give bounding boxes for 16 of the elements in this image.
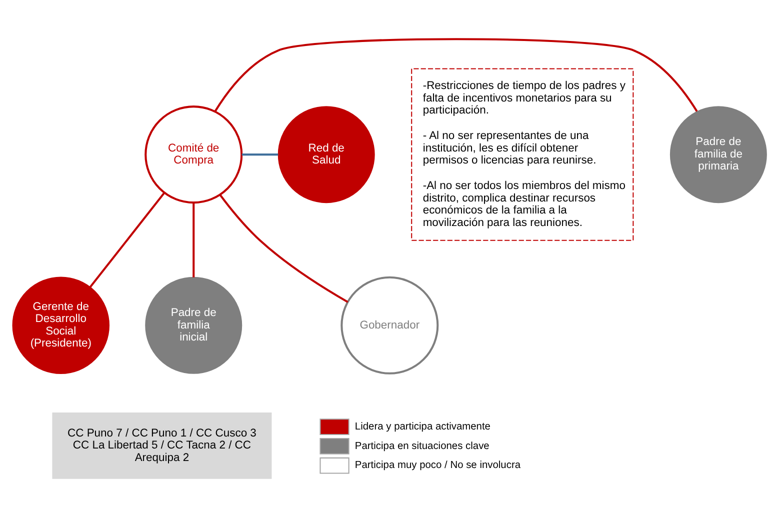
connector <box>192 202 195 277</box>
legend-label: Participa en situaciones clave <box>354 440 490 452</box>
connector <box>242 153 278 156</box>
connector <box>219 194 348 302</box>
node-box: -Restricciones de tiempo de los padres y falta de incentivos monetarios para su participación. - Al no ser representantes de una institución, les es difícil obtener permisos o licencias para reunirse. -Al no ser todos los miembros del mismo distrito, complica destinar recursos económicos de la familia a la movilización para las reuniones. <box>411 68 634 240</box>
connector <box>89 192 165 288</box>
connector <box>214 38 698 112</box>
node-box: CC Puno 7 / CC Puno 1 / CC Cusco 3 CC La Libertad 5 / CC Tacna 2 / CC Arequipa 2 <box>52 412 272 478</box>
legend-label: Lidera y participa activamente <box>354 420 490 432</box>
node-circle: Comité de Compra <box>144 105 243 204</box>
node-circle: Padre de familia de primaria <box>670 106 767 203</box>
legend-label: Participa muy poco / No se involucra <box>354 460 521 471</box>
node-circle: Red de Salud <box>278 106 375 203</box>
node-circle: Gerente de Desarrollo Social (Presidente) <box>12 276 110 374</box>
node-circle: Gobernador <box>340 276 439 374</box>
node-circle: Padre de familia inicial <box>145 276 242 374</box>
